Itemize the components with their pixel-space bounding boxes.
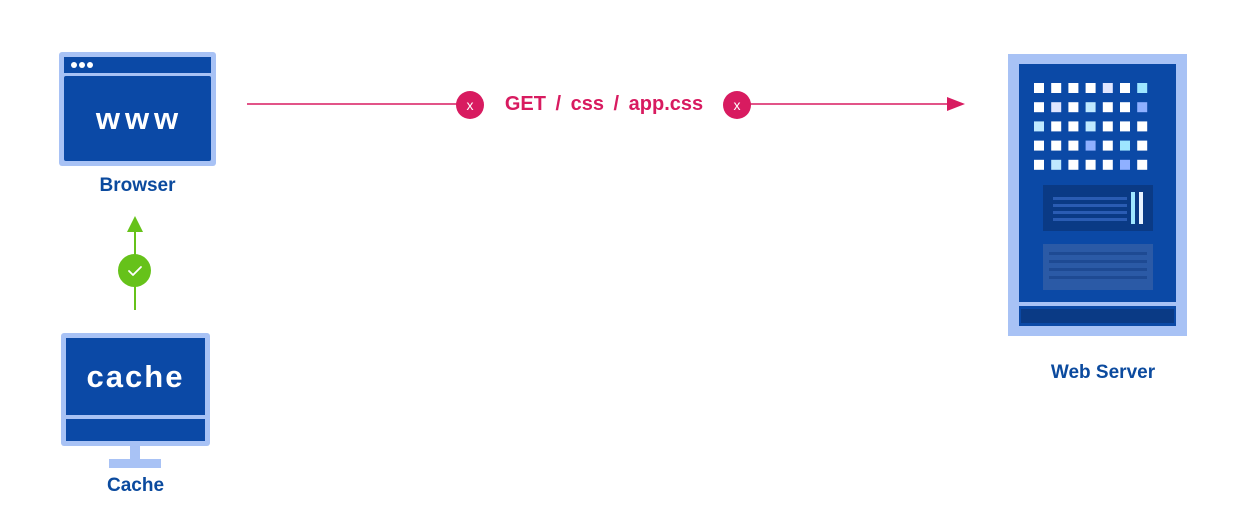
server-led [1068,140,1079,151]
server-led [1068,83,1079,93]
server-rack-icon [1019,83,1176,323]
browser-titlebar [64,57,211,73]
web-server-label: Web Server [1050,362,1156,383]
browser-window: www [59,52,216,166]
server-led [1085,102,1096,113]
check-icon [118,254,151,287]
server-led [1137,121,1148,132]
request-arrow [247,97,965,111]
monitor-chin [66,419,205,441]
server-led [1102,121,1113,132]
server-led [1137,102,1148,113]
server-led [1102,159,1113,170]
x-icon: x [723,91,751,119]
browser-screen: www [64,76,211,161]
cache-screen: cache [66,338,205,415]
server-led [1034,159,1044,170]
server-led [1068,102,1079,113]
browser-screen-text: www [95,100,184,136]
cache-screen-text: cache [86,358,185,394]
cache-monitor: cache [61,333,210,446]
server-led [1034,83,1044,93]
server-led [1051,102,1062,113]
server-led [1051,83,1062,93]
server-led [1102,102,1113,113]
server-led [1068,121,1079,132]
server-led [1034,102,1044,113]
arrowhead-icon [127,216,143,232]
window-dot-icon [71,62,77,68]
x-icon: x [456,91,484,119]
cache-label: Cache [106,475,165,496]
server-led [1051,140,1062,151]
server-led [1068,159,1079,170]
server-led [1085,121,1096,132]
web-server [1008,54,1187,336]
server-led [1051,121,1062,132]
server-body [1019,64,1176,326]
server-led [1120,121,1130,132]
server-led [1120,102,1130,113]
server-led [1120,83,1130,93]
server-led [1137,83,1148,93]
window-dot-icon [87,62,93,68]
server-led [1085,83,1096,93]
request-label: GET / css / app.css [504,93,704,115]
server-led [1085,159,1096,170]
server-led [1102,83,1113,93]
server-led [1034,121,1044,132]
server-led [1120,159,1130,170]
server-led [1137,159,1148,170]
monitor-neck [130,446,140,460]
server-led [1137,140,1148,151]
server-led [1102,140,1113,151]
server-led [1051,159,1062,170]
server-led [1034,140,1044,151]
browser-label: Browser [99,175,176,196]
server-led [1120,140,1130,151]
window-dot-icon [79,62,85,68]
arrowhead-icon [947,97,965,111]
server-led [1085,140,1096,151]
monitor-stand [109,459,161,468]
